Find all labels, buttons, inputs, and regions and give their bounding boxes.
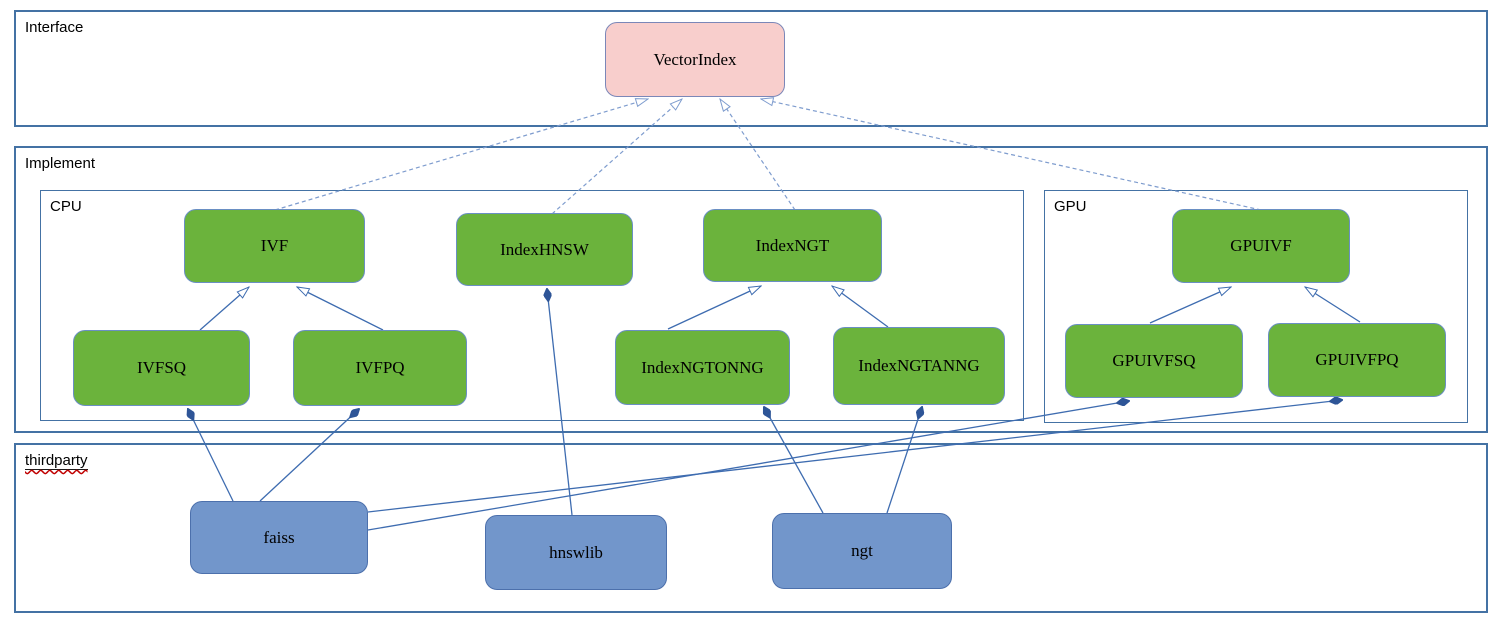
node-gpuivfpq[interactable]: GPUIVFPQ bbox=[1268, 323, 1446, 397]
node-vectorindex-label: VectorIndex bbox=[653, 49, 737, 69]
container-thirdparty-label: thirdparty bbox=[25, 452, 88, 470]
node-ivfsq-label: IVFSQ bbox=[136, 358, 187, 377]
node-indexngtonng-label: IndexNGTONNG bbox=[641, 357, 764, 377]
node-indexhnsw-label: IndexHNSW bbox=[500, 239, 589, 259]
node-gpuivfpq-label: GPUIVFPQ bbox=[1315, 350, 1399, 369]
node-gpuivfsq[interactable]: GPUIVFSQ bbox=[1065, 324, 1243, 398]
container-interface-label: Interface bbox=[25, 19, 84, 36]
node-indexngt-label: IndexNGT bbox=[755, 235, 830, 255]
node-ngt[interactable]: ngt bbox=[772, 513, 952, 589]
node-gpuivf[interactable]: GPUIVF bbox=[1172, 209, 1350, 283]
node-ivf-label: IVF bbox=[260, 236, 289, 255]
container-gpu-label: GPU bbox=[1054, 198, 1087, 215]
node-hnswlib[interactable]: hnswlib bbox=[485, 515, 667, 590]
node-hnswlib-label: hnswlib bbox=[549, 542, 603, 562]
node-ivfsq[interactable]: IVFSQ bbox=[73, 330, 250, 406]
node-ivf[interactable]: IVF bbox=[184, 209, 365, 283]
node-ivfpq-label: IVFPQ bbox=[355, 358, 405, 377]
container-implement-label: Implement bbox=[25, 155, 96, 172]
node-gpuivfsq-label: GPUIVFSQ bbox=[1112, 351, 1196, 370]
node-indexngt[interactable]: IndexNGT bbox=[703, 209, 882, 282]
node-indexhnsw[interactable]: IndexHNSW bbox=[456, 213, 633, 286]
node-ivfpq[interactable]: IVFPQ bbox=[293, 330, 467, 406]
node-ngt-label: ngt bbox=[851, 541, 873, 560]
node-faiss[interactable]: faiss bbox=[190, 501, 368, 574]
node-faiss-label: faiss bbox=[263, 527, 295, 547]
node-indexngtanng-label: IndexNGTANNG bbox=[858, 356, 980, 375]
node-indexngtonng[interactable]: IndexNGTONNG bbox=[615, 330, 790, 405]
node-indexngtanng[interactable]: IndexNGTANNG bbox=[833, 327, 1005, 405]
container-cpu-label: CPU bbox=[50, 198, 82, 215]
node-gpuivf-label: GPUIVF bbox=[1230, 236, 1292, 255]
node-vectorindex[interactable]: VectorIndex bbox=[605, 22, 785, 97]
